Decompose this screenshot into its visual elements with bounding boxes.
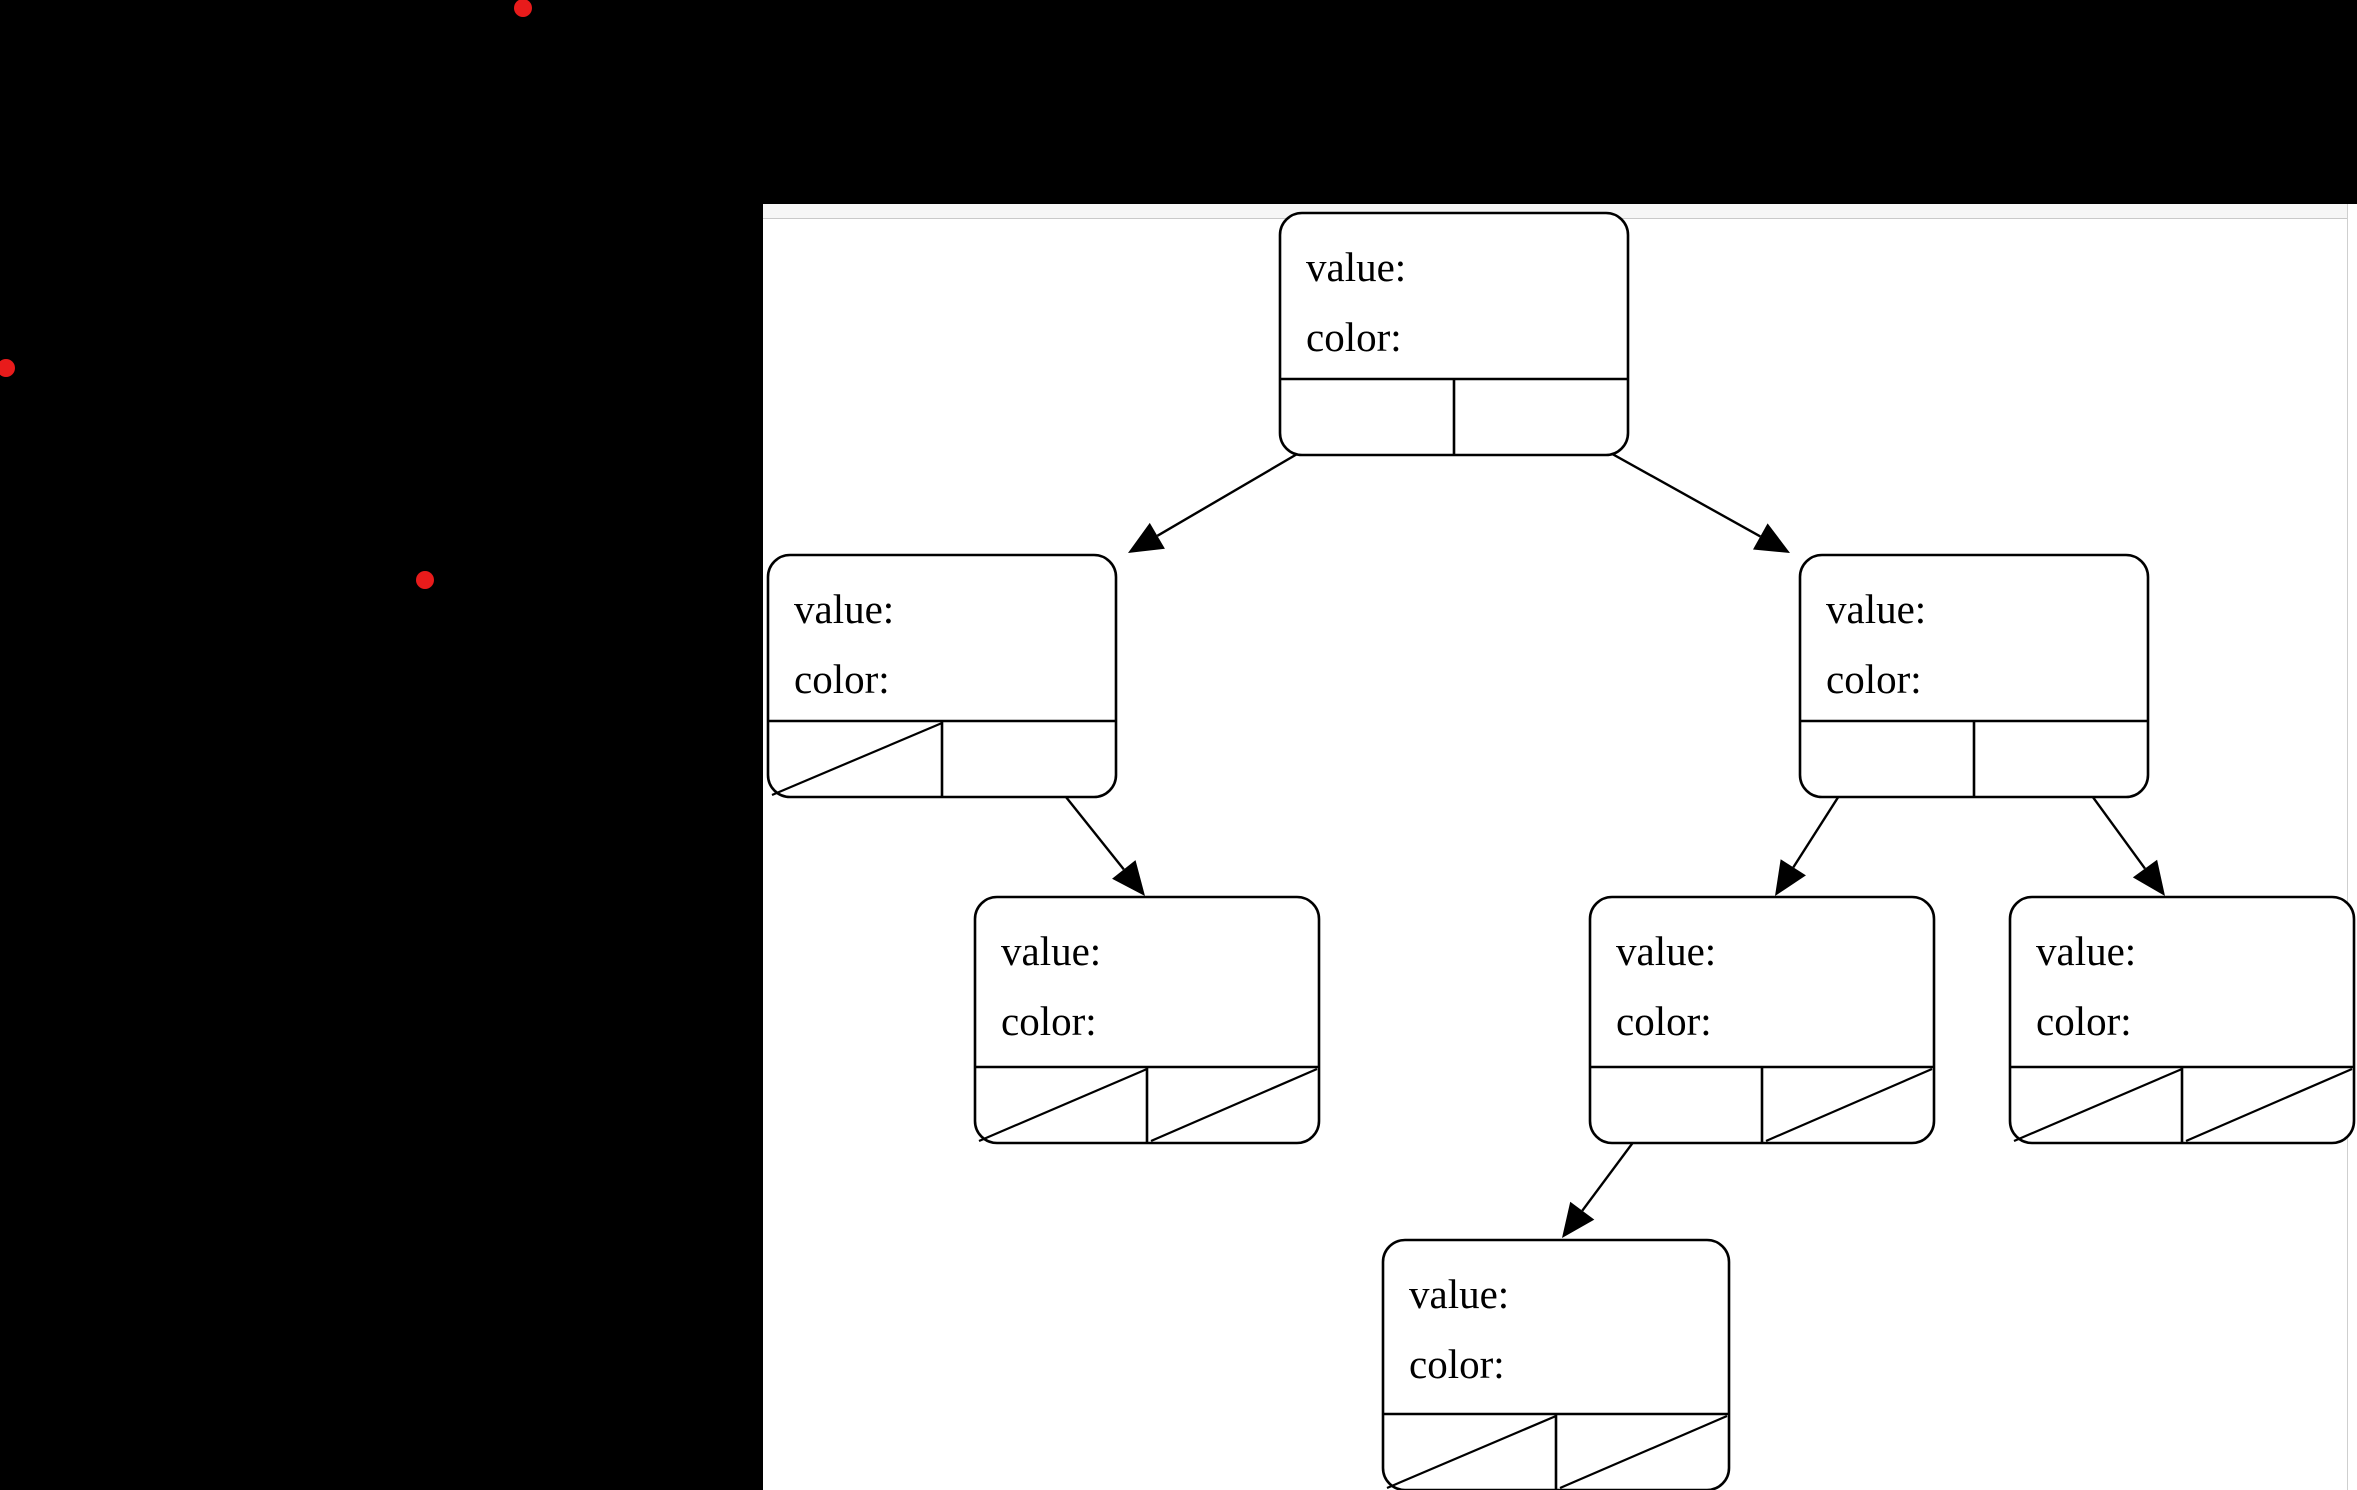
tree-node-right[interactable]: value: color: [1798,553,2150,799]
scrollbar-gutter[interactable] [2348,204,2357,1490]
node-layer: value:color:value:color:value:color:valu… [766,211,2356,1490]
tree-node-right-left[interactable]: value: color: [1588,895,1936,1145]
tree-node-deep-leaf-outline [1381,1238,1731,1490]
tree-node-left-value-label: value: [794,586,894,632]
tree-node-left-right-value-label: value: [1001,928,1101,974]
marker-dot-top [514,0,532,17]
edge-left-to-leftright-arrowhead [1112,860,1145,896]
tree-node-deep-leaf-value-label: value: [1409,1271,1509,1317]
tree-node-left-left-null-slash [771,721,943,797]
edge-rightleft-to-deep-arrowhead [1562,1201,1595,1238]
tree-node-right-right-left-null-slash [2013,1067,2183,1143]
scrollbar-track-rule[interactable] [2347,204,2348,1490]
tree-node-right-right[interactable]: value: color: [2008,895,2356,1145]
edge-root-to-left-arrowhead [1128,522,1165,553]
marker-dot-middle [416,571,434,589]
tree-node-left-right-right-null-slash [1150,1067,1318,1143]
tree-node-right-right-color-label: color: [2036,998,2132,1044]
tree-node-right-right-right-null-slash [2185,1067,2353,1143]
marker-dot-left [0,359,15,377]
document-window[interactable]: value:color:value:color:value:color:valu… [763,204,2357,1490]
tree-node-right-left-color-label: color: [1616,998,1712,1044]
edge-right-to-rightright-arrowhead [2132,859,2165,896]
tree-node-root[interactable]: value: color: [1278,211,1630,457]
tree-node-left-color-label: color: [794,656,890,702]
tree-node-left-right[interactable]: value: color: [973,895,1321,1145]
tree-node-root-value-label: value: [1306,244,1406,290]
tree-node-right-left-right-null-slash [1765,1067,1933,1143]
tree-node-right-value-label: value: [1826,586,1926,632]
tree-node-root-color-label: color: [1306,314,1402,360]
tree-node-left[interactable]: value: color: [766,553,1118,799]
tree-node-deep-leaf-left-null-slash [1386,1414,1557,1490]
edge-right-to-rightleft-arrowhead [1775,859,1806,896]
tree-node-deep-leaf[interactable]: value: color: [1381,1238,1731,1490]
tree-node-right-right-value-label: value: [2036,928,2136,974]
edge-root-to-right-arrowhead [1752,523,1790,553]
tree-node-deep-leaf-color-label: color: [1409,1341,1505,1387]
tree-node-right-left-value-label: value: [1616,928,1716,974]
tree-node-deep-leaf-right-null-slash [1559,1414,1728,1490]
tree-node-right-color-label: color: [1826,656,1922,702]
window-title-strip [763,204,2357,218]
tree-diagram: value:color:value:color:value:color:valu… [766,211,2356,1490]
tree-node-left-right-left-null-slash [978,1067,1148,1143]
tree-node-left-right-color-label: color: [1001,998,1097,1044]
